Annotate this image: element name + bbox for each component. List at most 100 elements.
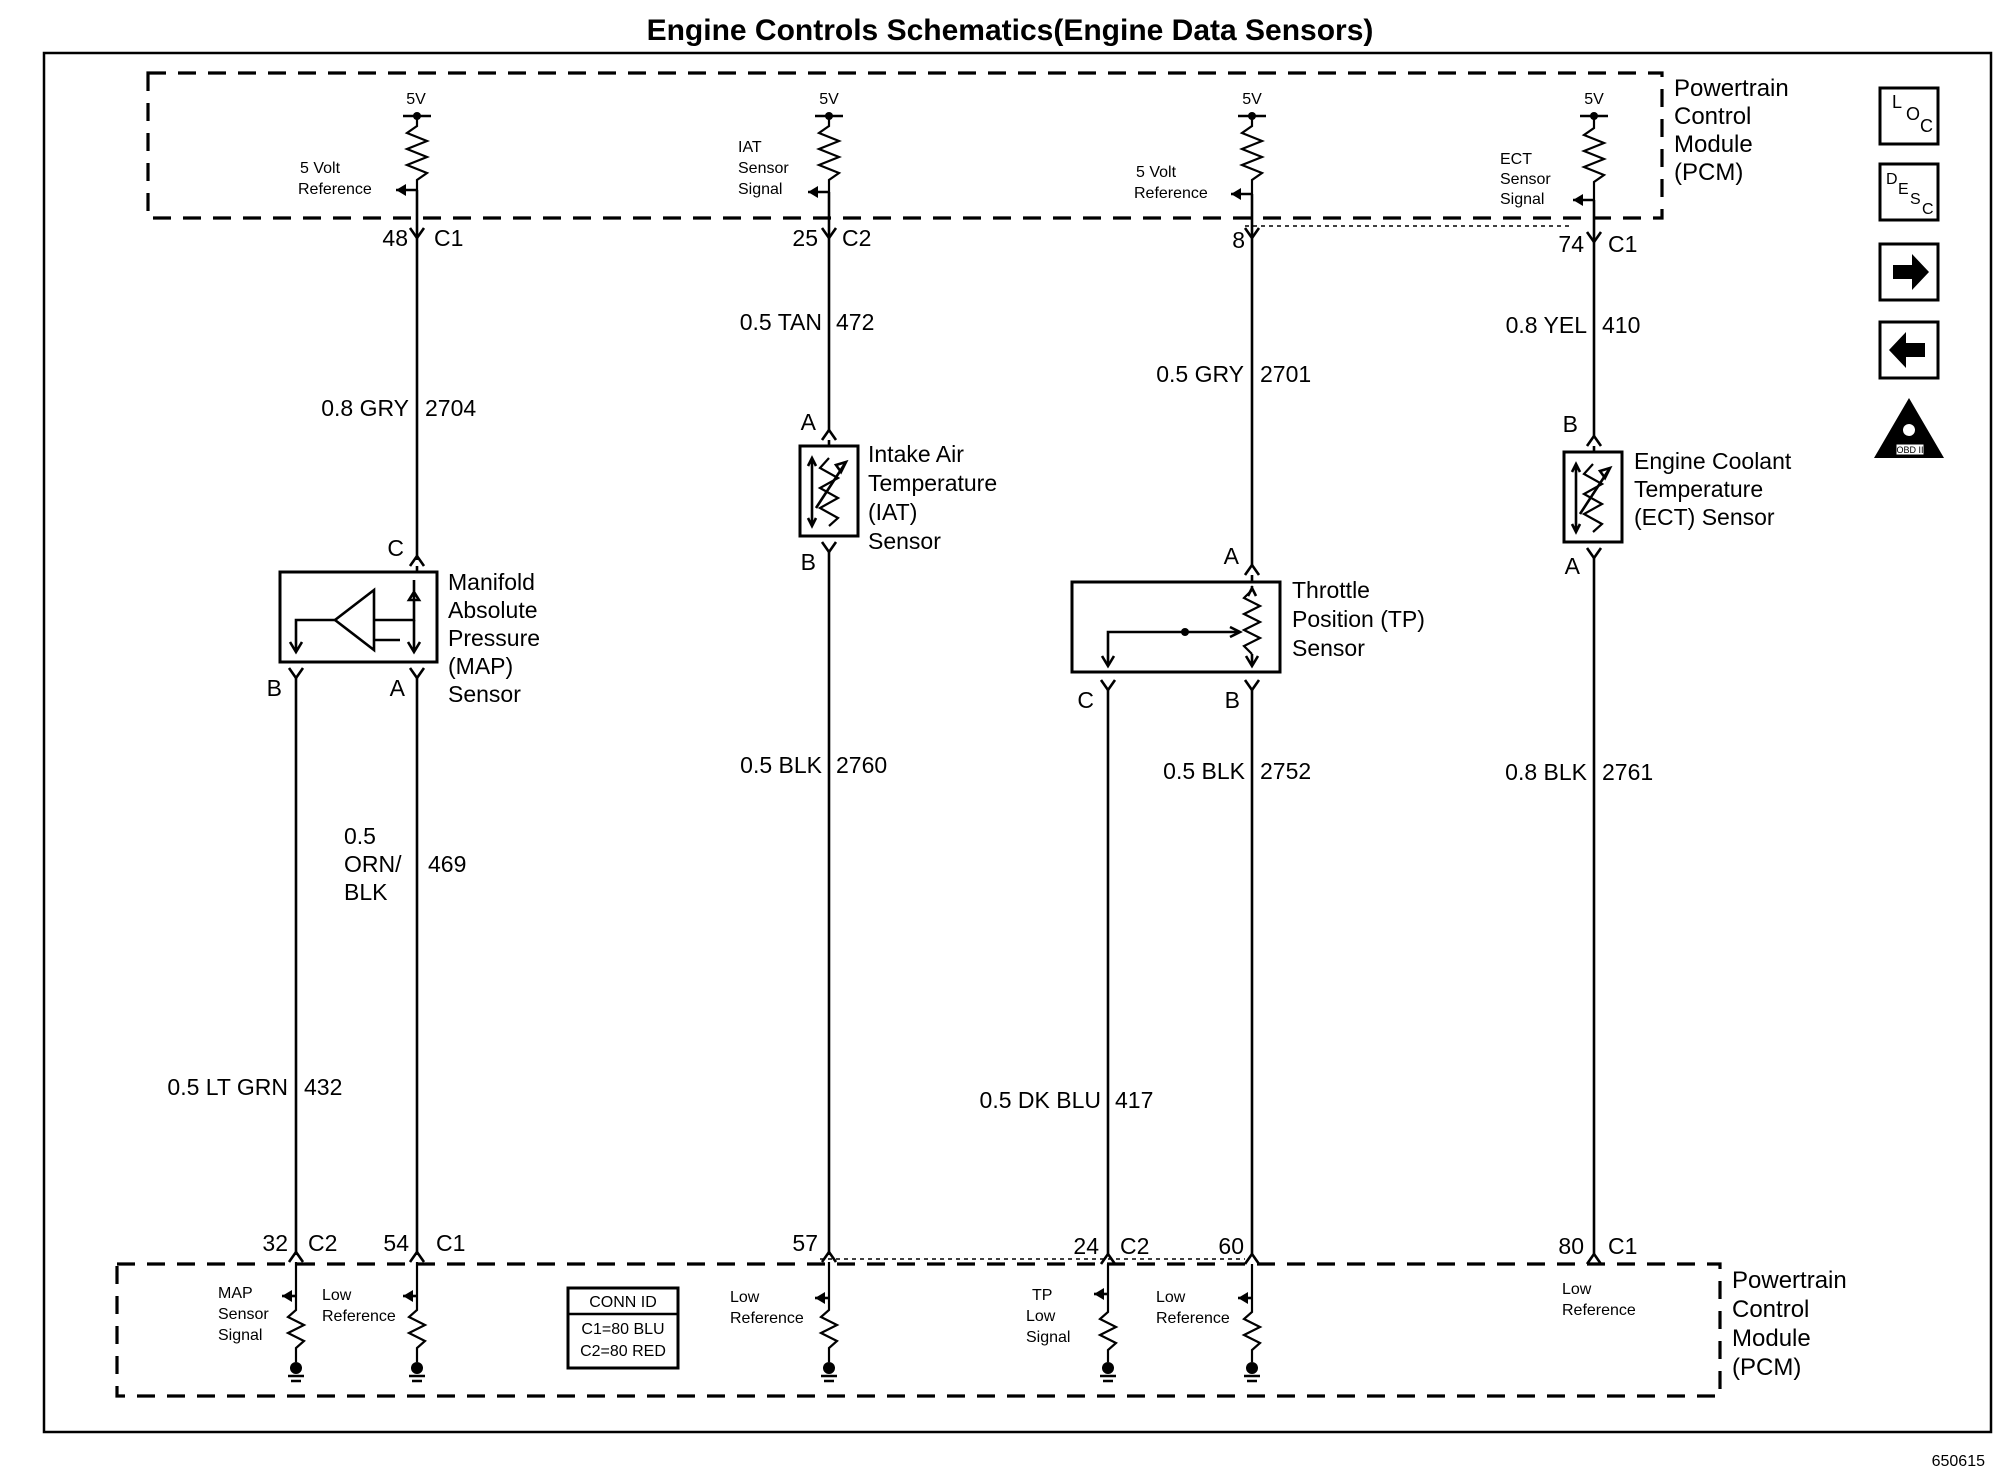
pcm-top-label: Powertrain Control Module (PCM) xyxy=(1674,75,1789,186)
conn-id-title: CONN ID xyxy=(589,1294,657,1311)
svg-text:Temperature: Temperature xyxy=(1634,476,1763,502)
tp-pullup-resistor xyxy=(1239,116,1265,194)
back-button[interactable] xyxy=(1878,320,1940,380)
map-supply-label: 5V xyxy=(406,91,426,108)
arrow-right-icon xyxy=(1893,254,1929,290)
svg-text:Module: Module xyxy=(1732,1325,1811,1352)
svg-text:S: S xyxy=(1910,191,1921,208)
svg-text:IAT: IAT xyxy=(738,139,762,156)
iat-low-circuit: 2760 xyxy=(836,752,887,778)
svg-text:(IAT): (IAT) xyxy=(868,499,917,525)
svg-text:(PCM): (PCM) xyxy=(1674,159,1743,186)
tp-sig-pin-conn: C2 xyxy=(1120,1233,1149,1259)
map-low-gauge-1: 0.5 xyxy=(344,823,376,849)
conn-id-line-2: C2=80 RED xyxy=(580,1343,666,1360)
tp-supply-label: 5V xyxy=(1242,91,1262,108)
loc-button[interactable]: L O C xyxy=(1878,86,1940,146)
map-top-pin-conn: C1 xyxy=(434,225,463,251)
iat-top-pin-conn: C2 xyxy=(842,225,871,251)
svg-text:Sensor: Sensor xyxy=(448,681,521,707)
svg-text:Signal: Signal xyxy=(738,181,782,198)
svg-text:Engine Coolant: Engine Coolant xyxy=(1634,448,1792,474)
svg-text:Throttle: Throttle xyxy=(1292,577,1370,603)
iat-supply-label: 5V xyxy=(819,91,839,108)
tp-sig-pin-num: 24 xyxy=(1073,1233,1099,1259)
map-pin-b: B xyxy=(267,675,282,701)
svg-text:5 Volt: 5 Volt xyxy=(1136,164,1177,181)
svg-text:Low: Low xyxy=(1562,1281,1592,1298)
svg-text:Low: Low xyxy=(1156,1289,1186,1306)
map-top-pin-num: 48 xyxy=(382,225,408,251)
svg-text:OBD II: OBD II xyxy=(1896,445,1923,455)
svg-text:Reference: Reference xyxy=(730,1310,804,1327)
map-ref-wire-circuit: 2704 xyxy=(425,395,476,421)
figure-id: 650615 xyxy=(1932,1453,1985,1470)
svg-text:Reference: Reference xyxy=(1134,185,1208,202)
map-sig-circuit: 432 xyxy=(304,1074,342,1100)
ect-low-pin-num: 80 xyxy=(1558,1233,1584,1259)
svg-text:Control: Control xyxy=(1674,103,1751,130)
svg-text:Signal: Signal xyxy=(1500,191,1544,208)
iat-sig-gauge: 0.5 TAN xyxy=(740,309,822,335)
svg-text:Sensor: Sensor xyxy=(1292,635,1365,661)
outer-frame xyxy=(42,51,1993,1434)
svg-text:ECT: ECT xyxy=(1500,151,1532,168)
iat-sig-circuit: 472 xyxy=(836,309,874,335)
svg-text:Signal: Signal xyxy=(218,1327,262,1344)
svg-text:Manifold: Manifold xyxy=(448,569,535,595)
map-sig-pin-num: 32 xyxy=(262,1230,288,1256)
obd-ii-button[interactable]: OBD II xyxy=(1874,398,1944,458)
iat-pin-b: B xyxy=(801,549,816,575)
map-low-gauge-2: ORN/ xyxy=(344,851,402,877)
tp-sensor-body xyxy=(1070,580,1282,674)
tp-low-pin-num: 60 xyxy=(1218,1233,1244,1259)
map-sig-pin-conn: C2 xyxy=(308,1230,337,1256)
ect-pin-b: B xyxy=(1563,411,1578,437)
desc-button[interactable]: D E S C xyxy=(1878,162,1940,222)
svg-text:C: C xyxy=(1920,116,1933,136)
map-pin-a: A xyxy=(390,675,406,701)
svg-text:Reference: Reference xyxy=(1156,1310,1230,1327)
svg-text:Low: Low xyxy=(322,1287,352,1304)
iat-pullup-resistor xyxy=(816,116,842,192)
iat-circuit: 5V IAT Sensor Signal 25 C2 0.5 TAN 472 A… xyxy=(730,91,997,1383)
svg-text:Position (TP): Position (TP) xyxy=(1292,606,1425,632)
svg-text:Sensor: Sensor xyxy=(868,528,941,554)
tp-sig-circuit: 417 xyxy=(1115,1087,1153,1113)
svg-text:Reference: Reference xyxy=(322,1308,396,1325)
conn-id-box: CONN ID C1=80 BLU C2=80 RED xyxy=(566,1286,680,1370)
svg-text:D: D xyxy=(1886,171,1898,188)
iat-low-pin-num: 57 xyxy=(792,1230,818,1256)
tp-circuit: 5V 5 Volt Reference 8 0.5 GRY 2701 A Thr… xyxy=(980,91,1425,1383)
tp-ref-gauge: 0.5 GRY xyxy=(1156,361,1244,387)
map-sensor-body xyxy=(278,570,439,664)
svg-text:Sensor: Sensor xyxy=(738,160,789,177)
next-button[interactable] xyxy=(1878,242,1940,302)
map-low-pin-num: 54 xyxy=(383,1230,409,1256)
pcm-bottom-boundary xyxy=(115,1262,1722,1398)
svg-text:Module: Module xyxy=(1674,131,1753,158)
arrow-left-icon xyxy=(1889,332,1925,368)
iat-low-gauge: 0.5 BLK xyxy=(740,752,822,778)
tp-pin-c: C xyxy=(1077,687,1094,713)
svg-text:Powertrain: Powertrain xyxy=(1732,1267,1847,1294)
ect-low-gauge: 0.8 BLK xyxy=(1505,759,1587,785)
tp-low-gauge: 0.5 BLK xyxy=(1163,758,1245,784)
tp-pin-a: A xyxy=(1224,543,1240,569)
ect-top-pin-conn: C1 xyxy=(1608,231,1637,257)
map-low-gauge-3: BLK xyxy=(344,879,388,905)
ect-sensor-name: Engine Coolant Temperature (ECT) Sensor xyxy=(1634,448,1792,530)
ect-sig-circuit: 410 xyxy=(1602,312,1640,338)
pcm-bottom-label: Powertrain Control Module (PCM) xyxy=(1732,1267,1847,1381)
svg-text:C: C xyxy=(1922,201,1934,218)
ect-sig-gauge: 0.8 YEL xyxy=(1506,312,1588,338)
ect-top-pin-num: 74 xyxy=(1558,231,1584,257)
ect-pullup-resistor xyxy=(1581,116,1607,200)
svg-text:TP: TP xyxy=(1032,1287,1052,1304)
ect-low-pin-conn: C1 xyxy=(1608,1233,1637,1259)
map-low-circuit: 469 xyxy=(428,851,466,877)
svg-text:(ECT) Sensor: (ECT) Sensor xyxy=(1634,504,1775,530)
map-sig-gauge: 0.5 LT GRN xyxy=(167,1074,288,1100)
map-ref-label-2: Reference xyxy=(298,181,372,198)
